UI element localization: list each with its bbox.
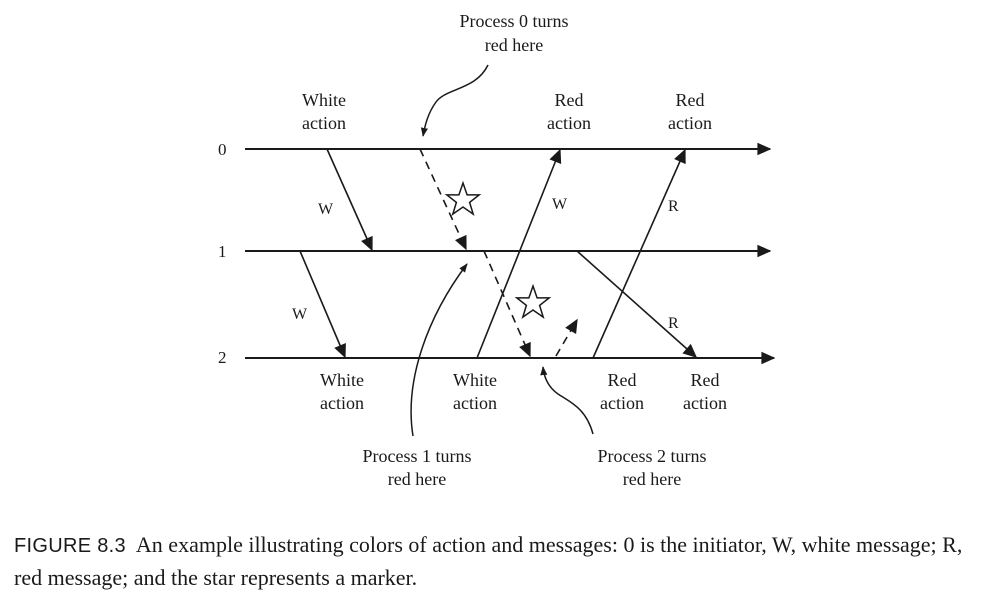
white-action-label: action: [302, 113, 346, 133]
message-label-r: R: [668, 315, 679, 332]
process-1-label: 1: [218, 242, 227, 261]
red-action-label: action: [668, 113, 712, 133]
white-message-2-to-0: [476, 148, 562, 359]
marker-star-icon: [514, 283, 552, 319]
figure-label: FIGURE 8.3: [14, 535, 126, 557]
red-message-2-to-0: [592, 148, 686, 359]
message-label-w: W: [292, 306, 308, 323]
white-message-0-to-1: [326, 148, 373, 252]
marker-message-0-to-1: [419, 148, 467, 251]
red-action-label: Red: [608, 370, 637, 390]
pointer-arrow-process-2: [540, 366, 594, 435]
process-2-label: 2: [218, 348, 227, 367]
red-action-label: action: [683, 393, 727, 413]
process-0-turns-red-annotation: Process 0 turns: [460, 11, 569, 31]
process-2-turns-red-annotation: Process 2 turns: [598, 446, 707, 466]
red-action-label: Red: [676, 90, 705, 110]
marker-star-icon: [444, 180, 482, 216]
pointer-arrow-process-1: [410, 263, 468, 437]
red-action-label: Red: [555, 90, 584, 110]
marker-message-1-to-2: [483, 250, 531, 358]
red-action-label: Red: [691, 370, 720, 390]
red-action-label: action: [600, 393, 644, 413]
message-label-w: W: [318, 201, 334, 218]
red-action-label: action: [547, 113, 591, 133]
caption-text: An example illustrating colors of action…: [14, 532, 963, 590]
message-label-w: W: [552, 196, 568, 213]
process-2-turns-red-annotation: red here: [623, 469, 681, 489]
white-action-label: White: [453, 370, 497, 390]
marker-message-2-outgoing: [555, 318, 578, 357]
pointer-arrow-process-0: [420, 64, 489, 137]
distributed-snapshot-diagram: 0 1 2 W W W R R White action Red action …: [218, 11, 776, 489]
process-0-turns-red-annotation: red here: [485, 35, 543, 55]
process-1-turns-red-annotation: Process 1 turns: [363, 446, 472, 466]
white-action-label: White: [302, 90, 346, 110]
red-message-1-to-2: [576, 250, 698, 358]
process-1-turns-red-annotation: red here: [388, 469, 446, 489]
process-0-label: 0: [218, 140, 227, 159]
white-action-label: White: [320, 370, 364, 390]
white-action-label: action: [320, 393, 364, 413]
message-label-r: R: [668, 198, 679, 215]
white-message-1-to-2: [299, 250, 346, 359]
white-action-label: action: [453, 393, 497, 413]
